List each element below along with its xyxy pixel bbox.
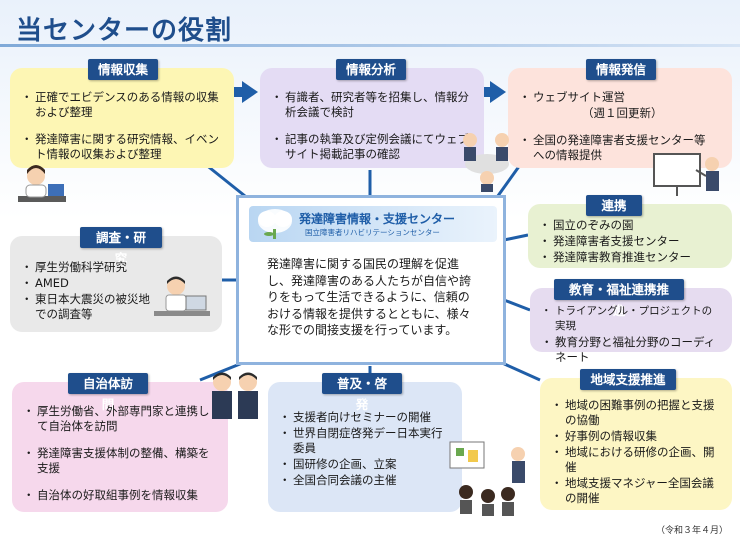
box-cooperate: 連携 国立のぞみの園 発達障害者支援センター 発達障害教育推進センター — [528, 195, 732, 268]
box-publish-item: （週１回更新） — [582, 106, 663, 120]
box-cooperate-item: 発達障害者支援センター — [539, 234, 722, 249]
box-cooperate-item: 国立のぞみの園 — [539, 218, 722, 233]
box-publish: 情報発信 ウェブサイト運営 （週１回更新） 全国の発達障害者支援センター等への情… — [508, 59, 732, 168]
box-outreach-item: 国研修の企画、立案 — [279, 457, 450, 472]
box-collect-header: 情報収集 — [88, 59, 158, 80]
connector-education — [503, 298, 531, 312]
box-regional-header: 地域支援推進 — [580, 369, 676, 390]
box-regional-item: 地域における研修の企画、開催 — [551, 445, 722, 475]
center-logo: 発達障害情報・支援センター 国立障害者リハビリテーションセンター — [249, 206, 497, 242]
date-note: （令和３年４月） — [655, 526, 728, 536]
two-businessmen-icon — [212, 372, 258, 419]
box-publish-header: 情報発信 — [586, 59, 656, 80]
center-description: 発達障害に関する国民の理解を促進し、発達障害のある人たちが自信や誇りをもって生活… — [267, 257, 472, 337]
arrow-analyze-to-publish — [490, 81, 506, 103]
center-box: 発達障害情報・支援センター 国立障害者リハビリテーションセンター 発達障害に関す… — [236, 195, 506, 365]
box-research-item: 東日本大震災の被災地での調査等 — [21, 292, 154, 322]
box-education-header: 教育・福祉連携推進 — [554, 279, 684, 318]
box-education-item: トライアングル・プロジェクトの実現 — [541, 304, 722, 334]
box-regional: 地域支援推進 地域の困難事例の把握と支援の協働 好事例の情報収集 地域における研… — [540, 369, 732, 510]
arrow-stem-1 — [234, 87, 244, 97]
seminar-audience-icon — [449, 441, 525, 516]
center-logo-title: 発達障害情報・支援センター — [299, 212, 456, 226]
box-municipal-item: 自治体の好取組事例を情報収集 — [23, 488, 218, 503]
box-publish-item: 全国の発達障害者支援センター等への情報提供 — [519, 133, 712, 163]
box-cooperate-item: 発達障害教育推進センター — [539, 250, 722, 265]
box-collect: 情報収集 正確でエビデンスのある情報の収集および整理 発達障害に関する研究情報、… — [10, 59, 234, 168]
box-research-item: 厚生労働科学研究 — [21, 260, 154, 275]
box-analyze-item: 記事の執筆及び定例会議にてウェブサイト掲載記事の確認 — [271, 132, 474, 162]
arrow-stem-2 — [482, 87, 492, 97]
box-collect-item: 正確でエビデンスのある情報の収集および整理 — [21, 90, 224, 120]
meeting-group-icon — [463, 133, 509, 192]
tree-logo-icon — [258, 209, 292, 239]
box-collect-item: 発達障害に関する研究情報、イベント情報の収集および整理 — [21, 132, 224, 162]
box-research-item: AMED — [21, 276, 154, 291]
box-outreach-header: 普及・啓発 — [322, 373, 402, 412]
woman-at-computer-icon — [18, 165, 66, 202]
box-analyze-item: 有識者、研究者等を招集し、情報分析会議で検討 — [271, 90, 474, 120]
box-education: 教育・福祉連携推進 トライアングル・プロジェクトの実現 教育分野と福祉分野のコー… — [530, 279, 732, 364]
page-title: 当センターの役割 — [16, 16, 233, 46]
box-municipal-item: 発達障害支援体制の整備、構築を支援 — [23, 446, 218, 476]
box-municipal: 自治体訪問 厚生労働省、外部専門家と連携して自治体を訪問 発達障害支援体制の整備… — [12, 373, 228, 512]
box-outreach: 普及・啓発 支援者向けセミナーの開催 世界自閉症啓発デー日本実行委員 国研修の企… — [268, 373, 462, 512]
box-municipal-header: 自治体訪問 — [68, 373, 148, 412]
box-regional-item: 地域支援マネジャー全国会議の開催 — [551, 476, 722, 506]
man-at-laptop-icon — [154, 276, 210, 316]
box-cooperate-header: 連携 — [586, 195, 642, 216]
connector-cooperate — [503, 233, 529, 242]
box-analyze: 情報分析 有識者、研究者等を招集し、情報分析会議で検討 記事の執筆及び定例会議に… — [260, 59, 484, 168]
presenter-screen-icon — [653, 153, 719, 196]
box-analyze-header: 情報分析 — [336, 59, 406, 80]
box-regional-item: 好事例の情報収集 — [551, 429, 722, 444]
arrow-collect-to-analyze — [242, 81, 258, 103]
center-logo-subtitle: 国立障害者リハビリテーションセンター — [305, 228, 440, 237]
box-outreach-item: 世界自閉症啓発デー日本実行委員 — [279, 426, 450, 456]
box-regional-item: 地域の困難事例の把握と支援の協働 — [551, 398, 722, 428]
box-education-item: 教育分野と福祉分野のコーディネート — [541, 335, 722, 365]
box-outreach-item: 全国合同会議の主催 — [279, 473, 450, 488]
box-outreach-item: 支援者向けセミナーの開催 — [279, 410, 450, 425]
connector-publish — [493, 164, 522, 201]
box-municipal-item: 厚生労働省、外部専門家と連携して自治体を訪問 — [23, 404, 218, 434]
box-research-header: 調査・研究 — [80, 227, 162, 266]
connector-regional — [499, 360, 541, 382]
title-underline — [0, 44, 740, 47]
box-publish-item: ウェブサイト運営 — [519, 90, 722, 105]
